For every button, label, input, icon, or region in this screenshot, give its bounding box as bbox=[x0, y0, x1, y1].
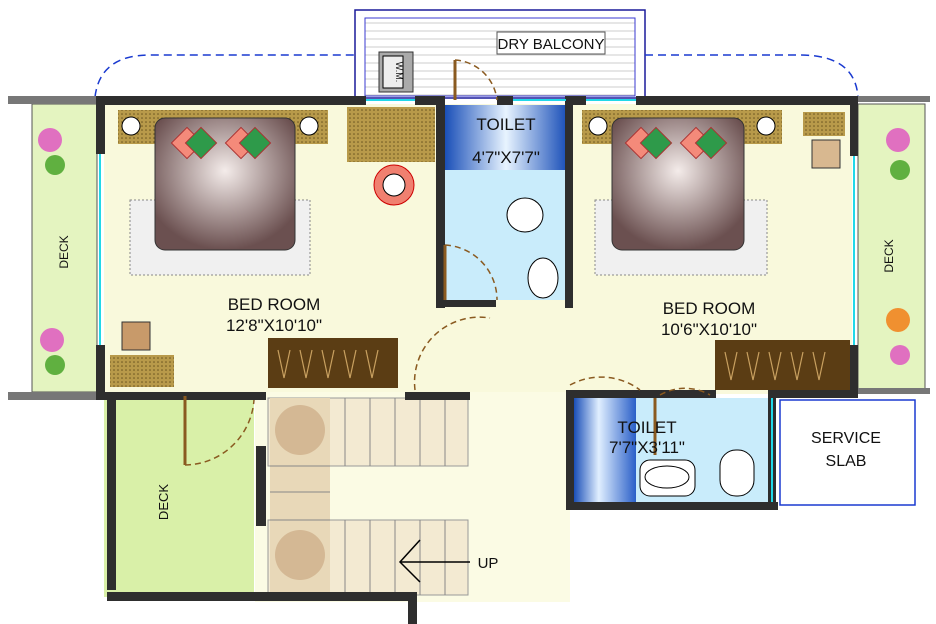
deck-right bbox=[857, 103, 926, 393]
fan-icon-right bbox=[811, 139, 841, 169]
toilet-top-size: 4'7"X7'7" bbox=[472, 148, 540, 167]
toilet-bottom-size: 7'7"X3'11" bbox=[609, 438, 685, 457]
walls bbox=[96, 96, 858, 624]
stairs-up-arrow-icon bbox=[398, 539, 470, 583]
bedroom-left-size: 12'8"X10'10" bbox=[226, 316, 322, 335]
toilet-top-label: TOILET bbox=[476, 115, 535, 134]
plant-icons bbox=[38, 128, 910, 375]
bedroom-right-size: 10'6"X10'10" bbox=[661, 320, 757, 339]
stairs-up-label: UP bbox=[478, 555, 499, 572]
wardrobe-right bbox=[715, 340, 850, 390]
deck-right-label: DECK bbox=[882, 239, 896, 272]
dry-balcony-label: DRY BALCONY bbox=[498, 36, 605, 53]
fan-icon-left bbox=[121, 321, 151, 351]
study-desk bbox=[347, 107, 435, 162]
bed-left bbox=[118, 110, 328, 276]
deck-bottom bbox=[104, 392, 254, 597]
washing-machine-label: W.M. bbox=[394, 62, 404, 83]
service-slab bbox=[779, 399, 916, 506]
wardrobe-left bbox=[268, 338, 398, 388]
service-slab-label-1: SERVICE bbox=[811, 430, 881, 447]
deck-left-label: DECK bbox=[57, 235, 71, 268]
toilet-bottom-label: TOILET bbox=[617, 418, 676, 437]
deck-bottom-label: DECK bbox=[156, 484, 171, 520]
service-slab-label-2: SLAB bbox=[826, 453, 867, 470]
bedroom-left-label: BED ROOM bbox=[228, 295, 321, 314]
bedroom-right-label: BED ROOM bbox=[663, 299, 756, 318]
bed-right bbox=[582, 110, 782, 276]
